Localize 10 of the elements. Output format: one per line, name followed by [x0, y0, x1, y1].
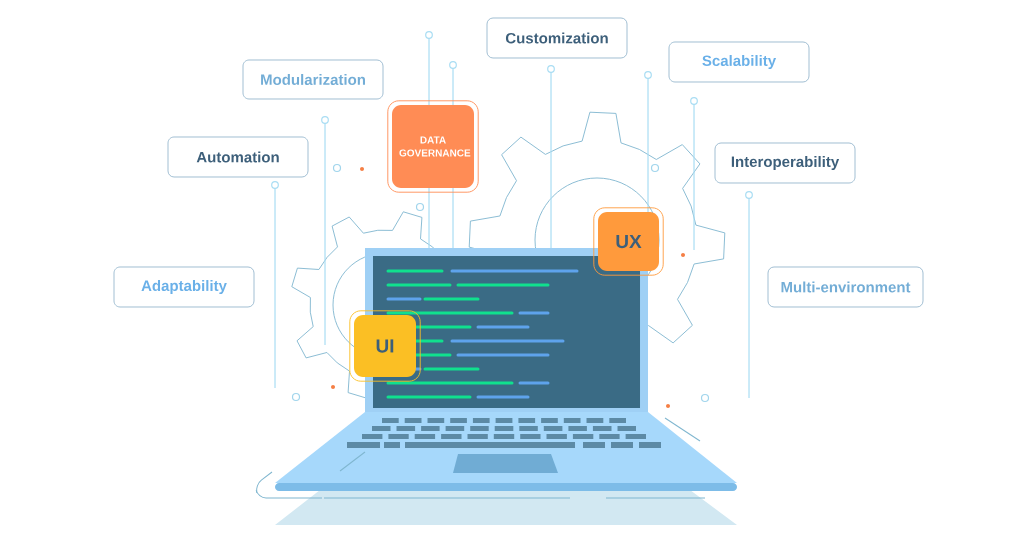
label-box: Multi-environment [767, 266, 924, 308]
label-box: Adaptability [113, 266, 255, 308]
label-box: Scalability [668, 41, 810, 83]
label-box: Interoperability [714, 142, 856, 184]
tag-tile: UI [354, 315, 416, 377]
tag-tile: DATA GOVERNANCE [392, 105, 474, 188]
label-box: Automation [167, 136, 309, 178]
label-box: Customization [486, 17, 628, 59]
label-box: Modularization [242, 59, 384, 100]
tag-tile: UX [598, 212, 659, 271]
